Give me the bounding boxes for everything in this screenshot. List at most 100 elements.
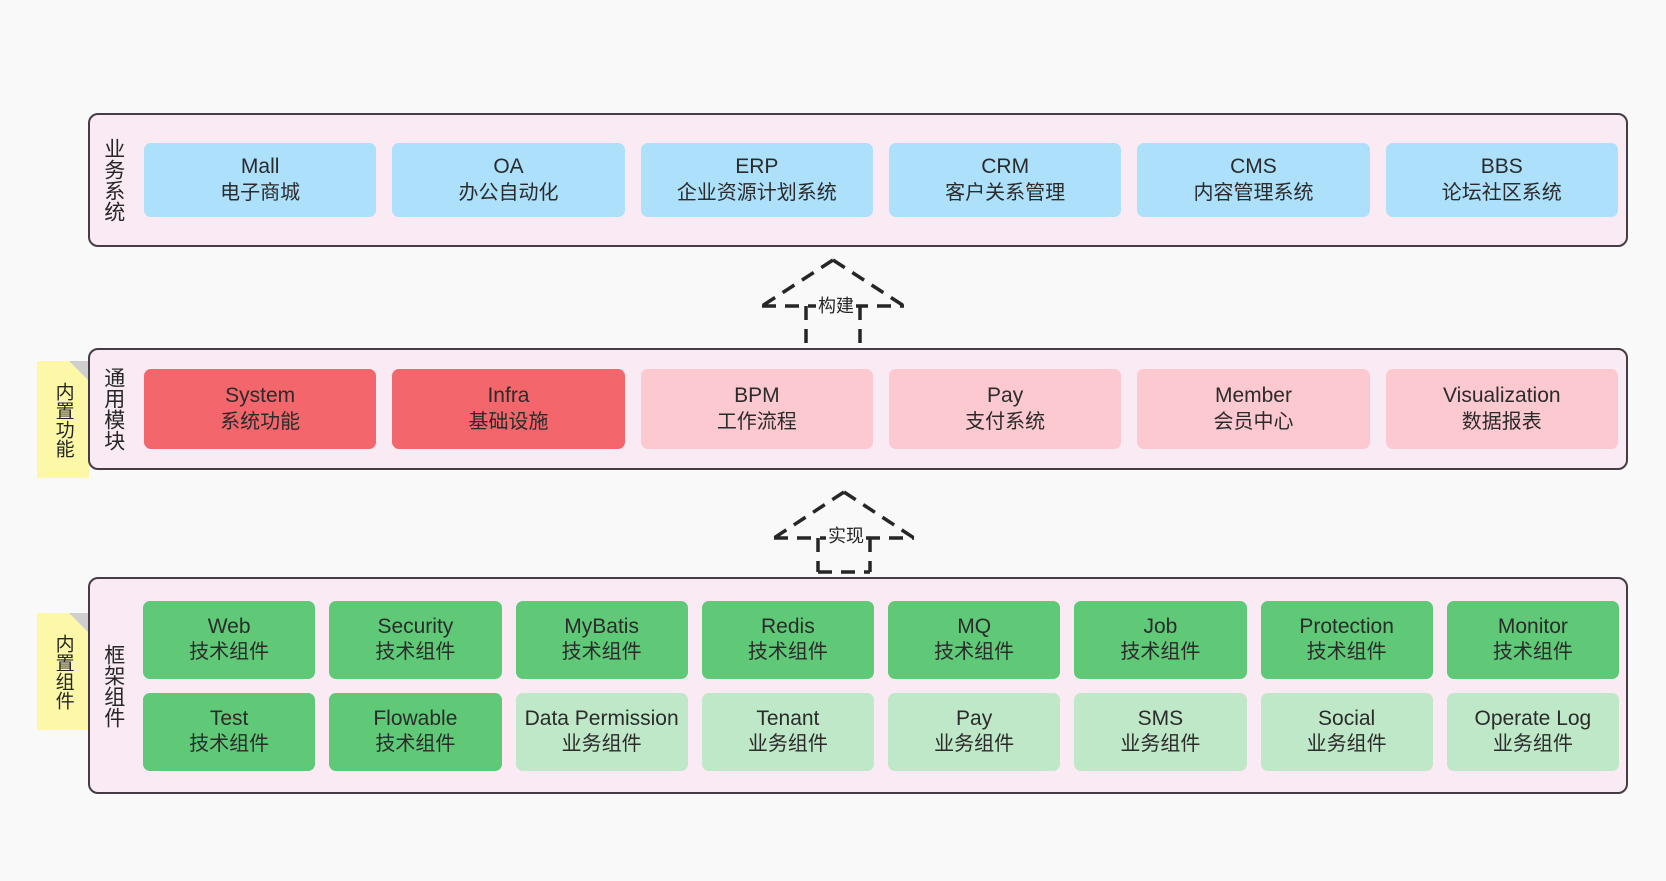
card-sms[interactable]: SMS 业务组件 (1074, 692, 1247, 771)
card-system[interactable]: System 系统功能 (144, 369, 377, 449)
sticky-note-builtin-components: 内置组件 (37, 613, 89, 730)
card-subtitle: 基础设施 (468, 410, 549, 433)
card-subtitle: 技术组件 (375, 641, 456, 664)
layer-common-module: 通用模块 System 系统功能 Infra 基础设施 BPM 工作流程 (88, 348, 1628, 470)
card-subtitle: 技术组件 (1120, 641, 1201, 664)
card-subtitle: 客户关系管理 (945, 181, 1066, 204)
card-social[interactable]: Social 业务组件 (1260, 692, 1433, 771)
card-member[interactable]: Member 会员中心 (1137, 369, 1370, 449)
card-protection[interactable]: Protection 技术组件 (1260, 600, 1433, 679)
card-column: System 系统功能 (136, 350, 384, 468)
card-subtitle: 工作流程 (716, 410, 797, 433)
card-title: Monitor (1497, 614, 1568, 638)
connector-label-build: 构建 (816, 292, 856, 318)
card-title: Pay (987, 384, 1024, 408)
card-pay-module[interactable]: Pay 支付系统 (888, 369, 1122, 449)
card-subtitle: 电子商城 (220, 181, 301, 204)
card-title: BPM (734, 384, 780, 408)
layer-framework-component: 框架组件 Web 技术组件 Test 技术组件 Security 技术组件 (88, 577, 1628, 794)
card-column: CRM 客户关系管理 (881, 115, 1129, 245)
card-mall[interactable]: Mall 电子商城 (144, 143, 377, 217)
card-title: SMS (1137, 706, 1184, 730)
layer-title-common-module: 通用模块 (101, 367, 125, 451)
card-flowable[interactable]: Flowable 技术组件 (329, 692, 502, 771)
card-title: System (225, 384, 296, 408)
card-job[interactable]: Job 技术组件 (1074, 600, 1247, 679)
card-subtitle: 支付系统 (965, 410, 1046, 433)
card-title: ERP (735, 155, 779, 179)
card-pay-component[interactable]: Pay 业务组件 (888, 692, 1061, 771)
card-web[interactable]: Web 技术组件 (143, 600, 316, 679)
card-operate-log[interactable]: Operate Log 业务组件 (1446, 692, 1619, 771)
card-title: Social (1318, 706, 1376, 730)
card-subtitle: 技术组件 (934, 641, 1015, 664)
card-crm[interactable]: CRM 客户关系管理 (888, 143, 1122, 217)
card-cms[interactable]: CMS 内容管理系统 (1137, 143, 1370, 217)
card-security[interactable]: Security 技术组件 (329, 600, 502, 679)
card-title: Test (209, 706, 249, 730)
card-subtitle: 技术组件 (189, 641, 270, 664)
card-subtitle: 数据报表 (1461, 410, 1542, 433)
card-column: Visualization 数据报表 (1378, 350, 1626, 468)
framework-component-grid: Web 技术组件 Test 技术组件 Security 技术组件 Flowabl… (136, 579, 1626, 792)
card-title: CRM (981, 155, 1030, 179)
card-title: Data Permission (524, 706, 679, 730)
connector-implement: 实现 (772, 488, 922, 574)
connector-label-implement: 实现 (826, 522, 866, 548)
layer-business-system: 业务系统 Mall 电子商城 OA 办公自动化 ERP 企业资源计划系统 (88, 113, 1628, 247)
card-monitor[interactable]: Monitor 技术组件 (1446, 600, 1619, 679)
note-fold-corner-icon (69, 613, 89, 633)
card-subtitle: 业务组件 (1306, 733, 1387, 756)
card-title: Pay (956, 706, 993, 730)
card-title: OA (493, 155, 524, 179)
card-title: Job (1143, 614, 1178, 638)
card-title: BBS (1480, 155, 1523, 179)
card-subtitle: 业务组件 (561, 733, 642, 756)
common-module-card-row: System 系统功能 Infra 基础设施 BPM 工作流程 Pay (136, 350, 1626, 468)
card-title: Web (207, 614, 251, 638)
card-column: Redis 技术组件 Tenant 业务组件 (695, 579, 881, 792)
sticky-note-builtin-features: 内置功能 (37, 361, 89, 478)
card-tenant[interactable]: Tenant 业务组件 (701, 692, 874, 771)
card-column: OA 办公自动化 (384, 115, 632, 245)
note-fold-corner-icon (69, 361, 89, 381)
card-erp[interactable]: ERP 企业资源计划系统 (640, 143, 873, 217)
card-title: Mall (240, 155, 280, 179)
card-title: Operate Log (1474, 706, 1592, 730)
card-column: Infra 基础设施 (384, 350, 632, 468)
card-column: BPM 工作流程 (633, 350, 881, 468)
card-subtitle: 企业资源计划系统 (676, 181, 837, 204)
card-column: MQ 技术组件 Pay 业务组件 (881, 579, 1067, 792)
card-infra[interactable]: Infra 基础设施 (392, 369, 625, 449)
card-subtitle: 论坛社区系统 (1441, 181, 1562, 204)
card-mybatis[interactable]: MyBatis 技术组件 (515, 600, 688, 679)
card-data-permission[interactable]: Data Permission 业务组件 (515, 692, 688, 771)
card-title: Flowable (373, 706, 458, 730)
sticky-note-label: 内置组件 (52, 633, 74, 710)
card-subtitle: 业务组件 (1492, 733, 1573, 756)
card-column: Mall 电子商城 (136, 115, 384, 245)
card-subtitle: 办公自动化 (458, 181, 559, 204)
card-column: MyBatis 技术组件 Data Permission 业务组件 (509, 579, 695, 792)
card-bbs[interactable]: BBS 论坛社区系统 (1385, 143, 1618, 217)
card-visualization[interactable]: Visualization 数据报表 (1385, 369, 1618, 449)
card-mq[interactable]: MQ 技术组件 (888, 600, 1061, 679)
card-redis[interactable]: Redis 技术组件 (701, 600, 874, 679)
card-title: Tenant (756, 706, 820, 730)
card-title: Infra (487, 384, 530, 408)
card-subtitle: 技术组件 (189, 733, 270, 756)
card-subtitle: 技术组件 (1306, 641, 1387, 664)
card-oa[interactable]: OA 办公自动化 (392, 143, 625, 217)
card-title: Redis (761, 614, 815, 638)
card-subtitle: 系统功能 (220, 410, 301, 433)
card-column: Member 会员中心 (1129, 350, 1377, 468)
card-column: Monitor 技术组件 Operate Log 业务组件 (1440, 579, 1626, 792)
card-title: MyBatis (564, 614, 639, 638)
card-subtitle: 业务组件 (747, 733, 828, 756)
card-column: Protection 技术组件 Social 业务组件 (1254, 579, 1440, 792)
card-subtitle: 技术组件 (375, 733, 456, 756)
layer-title-business-system: 业务系统 (101, 138, 125, 222)
card-bpm[interactable]: BPM 工作流程 (640, 369, 873, 449)
card-column: Pay 支付系统 (881, 350, 1129, 468)
card-test[interactable]: Test 技术组件 (143, 692, 316, 771)
